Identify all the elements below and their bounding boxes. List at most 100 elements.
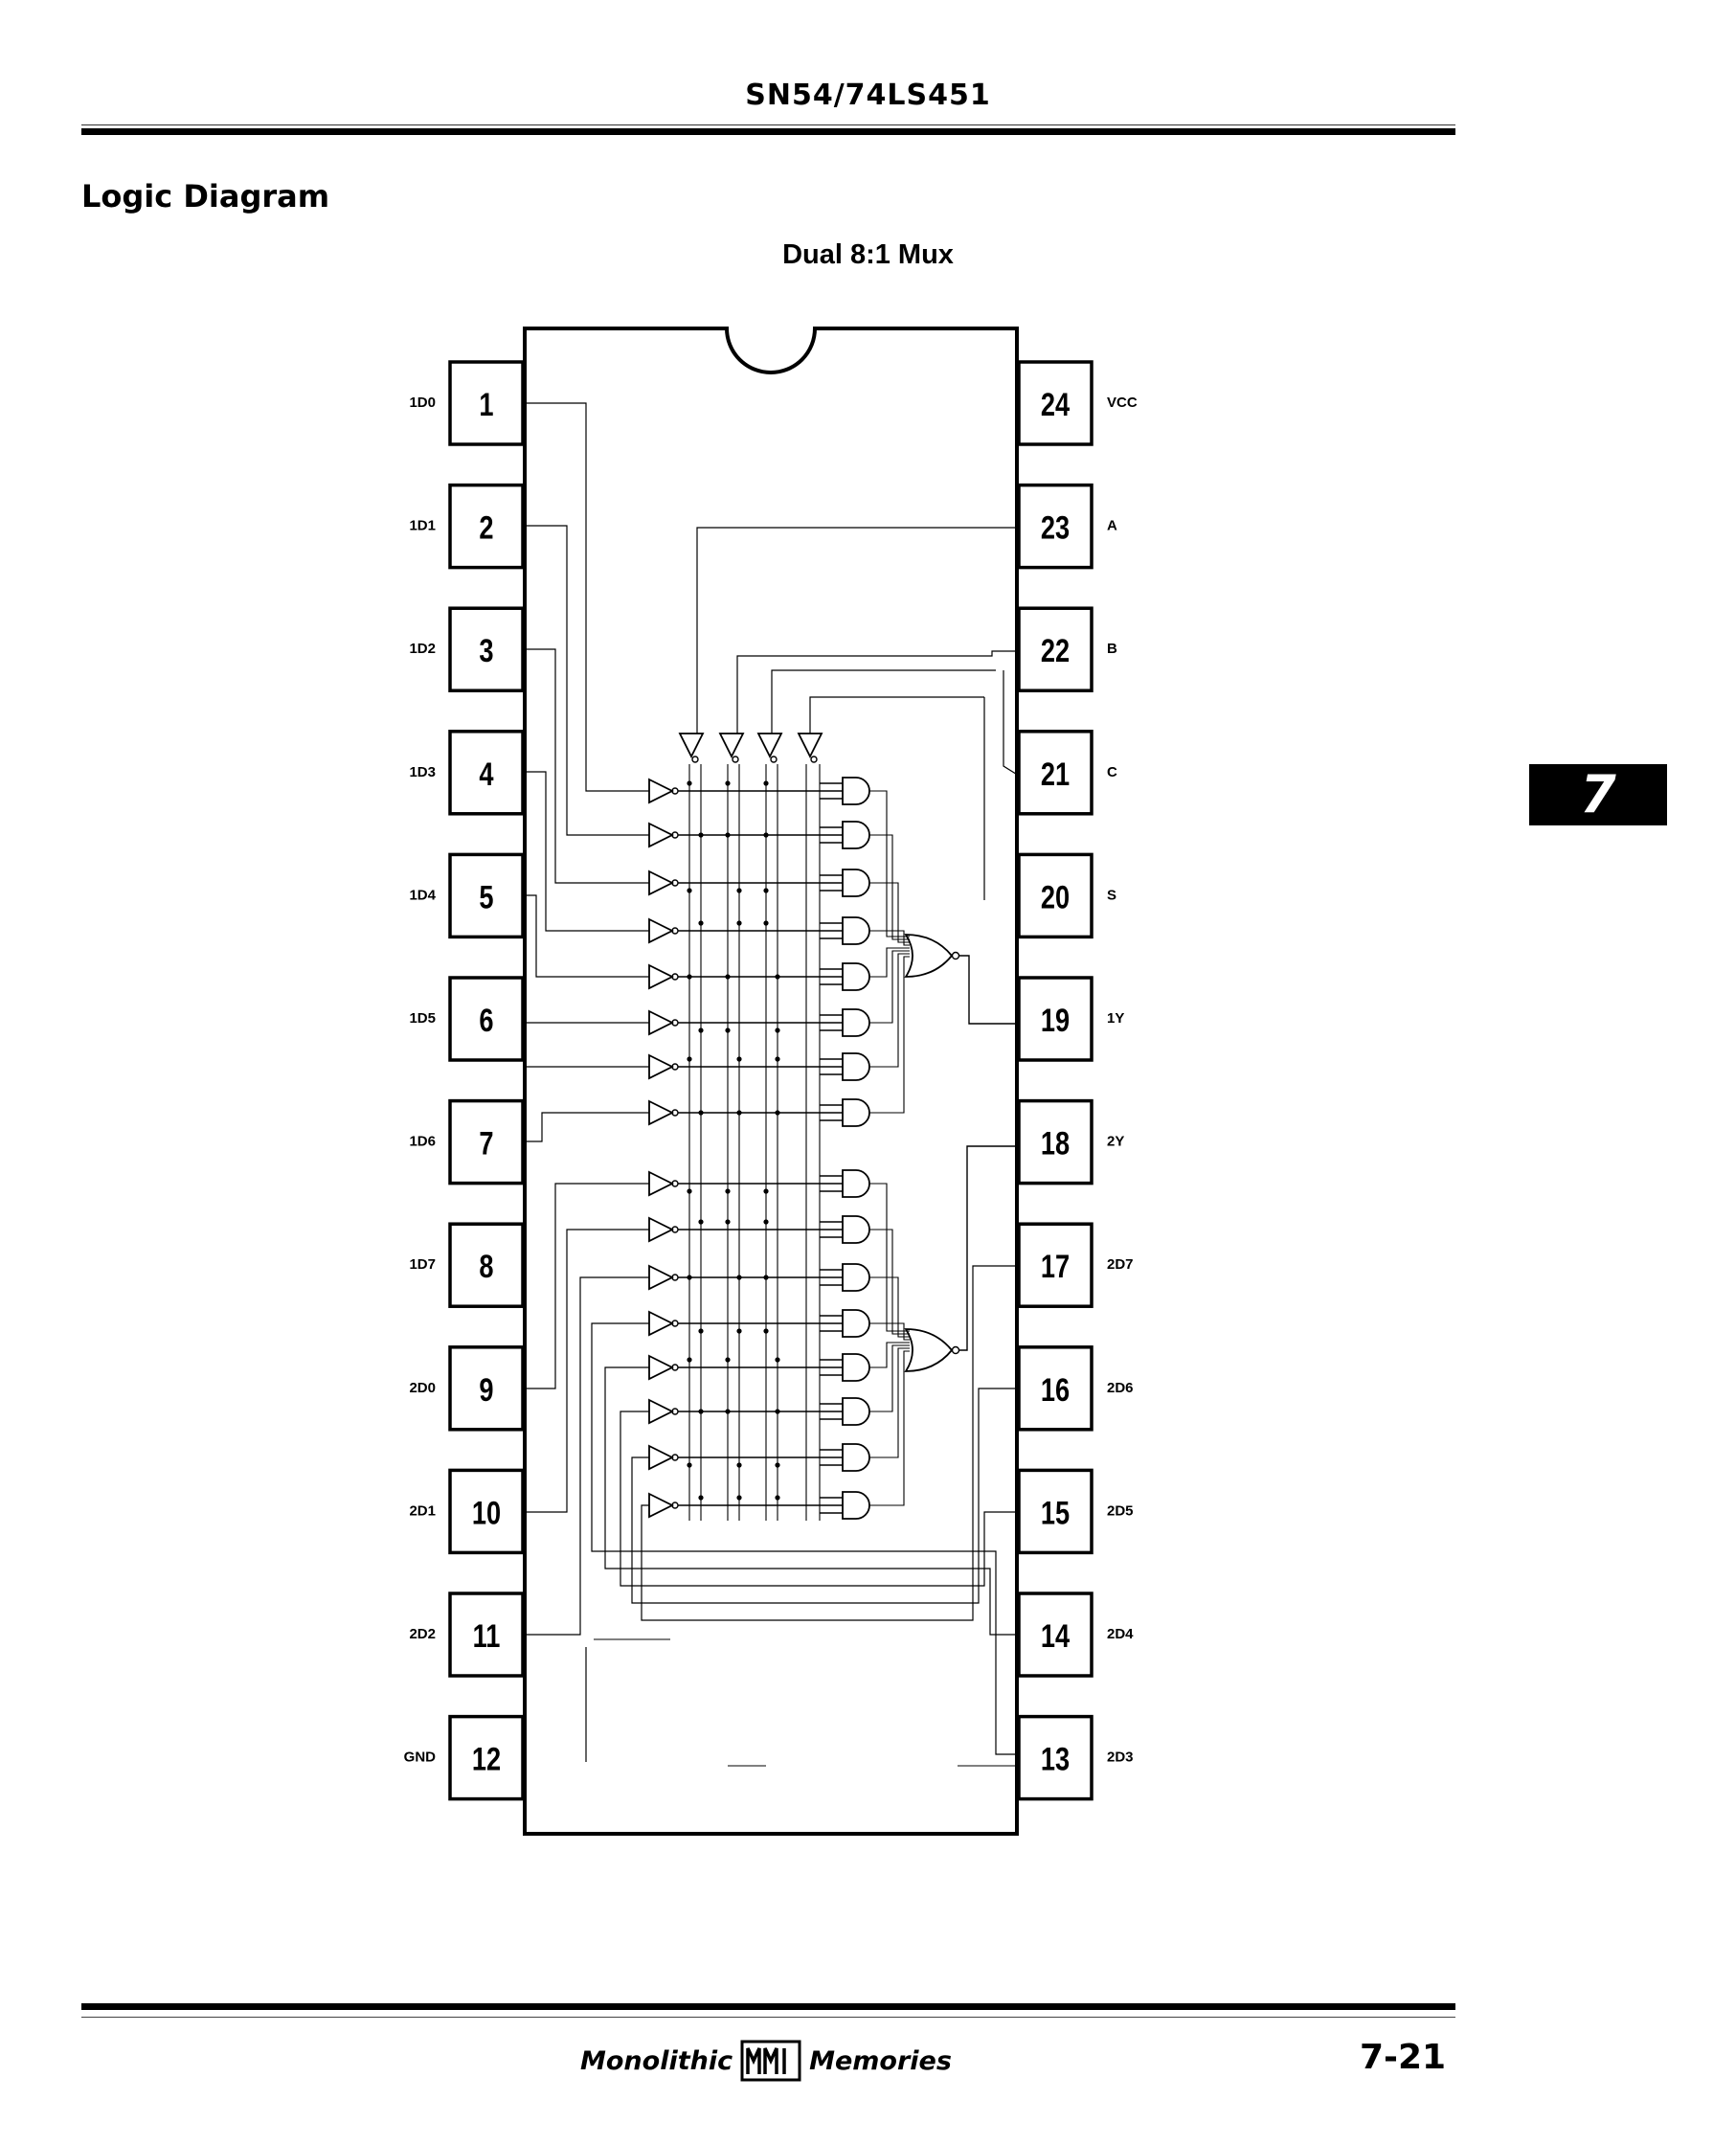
right-pin-box xyxy=(1017,852,1093,939)
data-inverter xyxy=(648,1099,675,1126)
left-pin-label: 1D2 xyxy=(409,641,436,657)
select-line-c xyxy=(771,669,996,734)
page-number: 7-21 xyxy=(1360,2038,1447,2077)
section-tab: 7 xyxy=(1529,764,1667,825)
left-pin-number: 6 xyxy=(479,1002,493,1039)
left-pin-box xyxy=(448,1222,525,1308)
inversion-bubble xyxy=(810,756,818,763)
left-pin-number: 2 xyxy=(479,509,493,547)
and-gate xyxy=(842,1098,870,1127)
right-pin-box xyxy=(1017,1468,1093,1555)
mmi-logo xyxy=(740,2040,801,2082)
diagram-title: Dual 8:1 Mux xyxy=(782,239,954,270)
and-gate xyxy=(842,1052,870,1081)
data-inverter xyxy=(648,822,675,848)
data-inverter xyxy=(648,1398,675,1425)
right-pin-box xyxy=(1017,1592,1093,1678)
left-pin-box xyxy=(448,1345,525,1432)
select-line-s xyxy=(809,696,984,734)
right-pin-label: 2D7 xyxy=(1107,1256,1134,1273)
footer-rule xyxy=(81,2003,1455,2010)
logic-gates xyxy=(524,402,1020,1767)
data-input-line xyxy=(525,402,649,792)
left-pin-box xyxy=(448,1592,525,1678)
left-pin-label: 2D0 xyxy=(409,1380,436,1396)
data-inverter xyxy=(648,778,675,804)
right-pin-box xyxy=(1017,730,1093,816)
right-pin-label: 2D5 xyxy=(1107,1502,1134,1519)
right-pin-label: 2D4 xyxy=(1107,1626,1134,1642)
left-pin-number: 3 xyxy=(479,632,493,669)
left-pin-label: 1D1 xyxy=(409,518,436,534)
right-pin-label: B xyxy=(1107,641,1117,657)
and-gate xyxy=(842,916,870,945)
and-gate xyxy=(842,1353,870,1382)
and-gate xyxy=(842,869,870,897)
left-pin-label: 1D6 xyxy=(409,1134,436,1150)
right-pin-label: S xyxy=(1107,887,1116,903)
select-inverter xyxy=(797,733,823,759)
left-pin-label: 1D3 xyxy=(409,764,436,780)
header-rule xyxy=(81,128,1455,135)
inversion-bubble xyxy=(770,756,778,763)
left-pin-box xyxy=(448,1468,525,1555)
and-gate xyxy=(842,1169,870,1198)
data-inverter xyxy=(648,1354,675,1381)
and-gate xyxy=(842,821,870,849)
data-input-line xyxy=(524,1065,649,1068)
right-pin-number: 16 xyxy=(1041,1371,1070,1409)
right-pin-number: 21 xyxy=(1041,756,1070,793)
footer-rule-thin xyxy=(81,2017,1455,2018)
right-pin-label: 1Y xyxy=(1107,1010,1124,1027)
left-pin-number: 4 xyxy=(479,756,493,793)
left-pin-box xyxy=(448,976,525,1062)
left-pin-number: 11 xyxy=(473,1617,501,1655)
select-line-a xyxy=(696,527,1019,734)
right-pin-box xyxy=(1017,1098,1093,1185)
right-pin-number: 18 xyxy=(1041,1125,1070,1163)
data-input-line xyxy=(525,894,649,978)
left-pin-box xyxy=(448,360,525,446)
inversion-bubble xyxy=(691,756,699,763)
data-input-line xyxy=(524,1019,649,1024)
select-inverter xyxy=(678,733,705,759)
data-input-line xyxy=(525,525,649,836)
left-pin-box xyxy=(448,730,525,816)
data-input-line xyxy=(641,1265,1017,1621)
data-inverter xyxy=(648,1170,675,1197)
data-inverter xyxy=(648,963,675,990)
data-input-line xyxy=(525,1229,649,1513)
right-pin-label: A xyxy=(1107,518,1117,534)
brand-right-text: Memories xyxy=(809,2045,952,2076)
inversion-bubble xyxy=(732,756,739,763)
part-number-title: SN54/74LS451 xyxy=(745,79,991,112)
data-input-line xyxy=(525,771,649,932)
right-pin-number: 20 xyxy=(1041,878,1070,915)
inversion-bubble xyxy=(951,1345,960,1355)
select-inverter xyxy=(718,733,745,759)
data-input-line xyxy=(604,1366,1017,1636)
and-gate xyxy=(842,1215,870,1244)
footer-brand: Monolithic Memories xyxy=(580,2036,952,2086)
right-pin-number: 19 xyxy=(1041,1002,1070,1039)
data-inverter xyxy=(648,1216,675,1243)
header-rule-thin xyxy=(81,124,1455,125)
left-pin-number: 7 xyxy=(479,1125,493,1163)
left-pin-box xyxy=(448,483,525,570)
right-pin-box xyxy=(1017,483,1093,570)
data-inverter xyxy=(648,1053,675,1080)
left-pin-label: 1D4 xyxy=(409,887,436,903)
data-input-line xyxy=(631,1388,1017,1604)
select-line-b xyxy=(736,650,1019,734)
and-gate xyxy=(842,1263,870,1292)
left-pin-number: 9 xyxy=(479,1371,493,1409)
right-pin-box xyxy=(1017,360,1093,446)
data-input-line xyxy=(525,1112,649,1142)
left-pin-label: 1D0 xyxy=(409,395,436,411)
output-line-2y xyxy=(958,1145,1019,1351)
right-pin-number: 22 xyxy=(1041,632,1070,669)
and-gate xyxy=(842,1397,870,1426)
left-pin-box xyxy=(448,1098,525,1185)
and-gate xyxy=(842,1443,870,1472)
